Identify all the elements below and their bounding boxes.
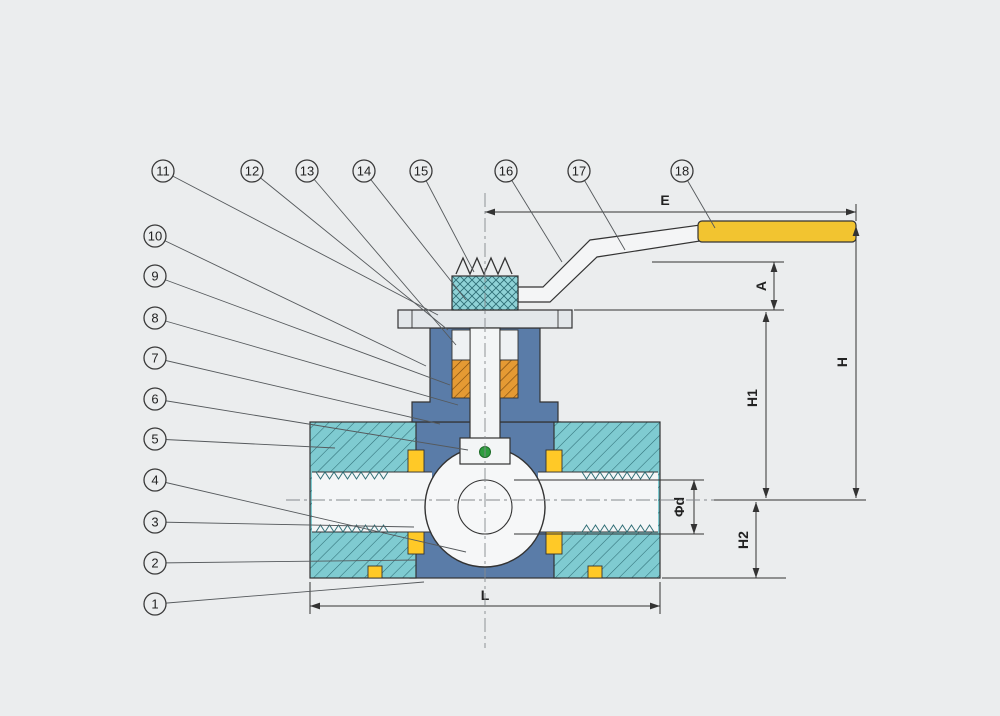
leader-line-14 bbox=[363, 170, 467, 301]
dimensions: E H A H1 H2 Φd L bbox=[309, 192, 866, 614]
left-thread-bottom-icon bbox=[315, 524, 389, 533]
dim-label-bore: Φd bbox=[671, 497, 687, 517]
leader-line-13 bbox=[306, 170, 457, 346]
callouts: 11 12 13 14 15 16 17 18 10 9 8 7 6 5 4 3… bbox=[143, 159, 694, 616]
stem-packing-right bbox=[499, 359, 519, 399]
leader-line-6 bbox=[154, 398, 469, 451]
leader-line-2 bbox=[154, 559, 417, 564]
callout-11: 11 bbox=[151, 159, 175, 183]
gland-left bbox=[451, 329, 471, 361]
callout-2: 2 bbox=[143, 551, 167, 575]
callout-8: 8 bbox=[143, 306, 167, 330]
callout-4: 4 bbox=[143, 468, 167, 492]
callout-16-label: 16 bbox=[499, 164, 513, 179]
leader-line-1 bbox=[154, 581, 425, 605]
leader-line-12 bbox=[251, 170, 449, 331]
dim-label-H: H bbox=[834, 357, 850, 367]
dim-label-E: E bbox=[660, 192, 669, 208]
leader-line-17 bbox=[578, 170, 626, 251]
dim-label-H2: H2 bbox=[735, 531, 751, 549]
callout-16: 16 bbox=[494, 159, 518, 183]
centerlines bbox=[286, 193, 714, 648]
callout-12: 12 bbox=[240, 159, 264, 183]
stem-packing-left bbox=[451, 359, 471, 399]
leader-line-7 bbox=[154, 357, 441, 425]
callout-15-label: 15 bbox=[414, 164, 428, 179]
seat-bottom-left bbox=[407, 531, 425, 555]
leader-line-10 bbox=[154, 235, 427, 367]
dim-label-A: A bbox=[753, 281, 769, 291]
leader-line-3 bbox=[154, 521, 415, 528]
dim-label-H1: H1 bbox=[744, 389, 760, 407]
callout-14-label: 14 bbox=[357, 164, 371, 179]
leader-line-11 bbox=[162, 170, 439, 316]
callout-1: 1 bbox=[143, 592, 167, 616]
callout-6-label: 6 bbox=[151, 392, 158, 407]
callout-15: 15 bbox=[409, 159, 433, 183]
handle-lever bbox=[517, 224, 701, 303]
left-body-seal bbox=[367, 565, 383, 579]
callout-10-label: 10 bbox=[148, 229, 162, 244]
spring-washers-icon bbox=[455, 256, 513, 276]
callout-3-label: 3 bbox=[151, 515, 158, 530]
callout-6: 6 bbox=[143, 387, 167, 411]
callout-9-label: 9 bbox=[151, 269, 158, 284]
callout-17-label: 17 bbox=[572, 164, 586, 179]
callout-13-label: 13 bbox=[300, 164, 314, 179]
leader-line-15 bbox=[420, 170, 475, 273]
handle-grip bbox=[697, 220, 857, 243]
callout-17: 17 bbox=[567, 159, 591, 183]
callout-1-label: 1 bbox=[151, 597, 158, 612]
callout-3: 3 bbox=[143, 510, 167, 534]
callout-18-label: 18 bbox=[675, 164, 689, 179]
callout-4-label: 4 bbox=[151, 473, 158, 488]
callout-9: 9 bbox=[143, 264, 167, 288]
callout-7-label: 7 bbox=[151, 351, 158, 366]
right-body-seal bbox=[587, 565, 603, 579]
callout-5-label: 5 bbox=[151, 432, 158, 447]
callout-7: 7 bbox=[143, 346, 167, 370]
seat-top-left bbox=[407, 449, 425, 473]
seat-top-right bbox=[545, 449, 563, 473]
leader-line-9 bbox=[154, 275, 451, 386]
seat-bottom-right bbox=[545, 531, 563, 555]
leader-line-5 bbox=[154, 438, 336, 449]
gland-right bbox=[499, 329, 519, 361]
leader-line-8 bbox=[154, 317, 459, 406]
leader-line-4 bbox=[154, 479, 467, 553]
callout-13: 13 bbox=[295, 159, 319, 183]
callout-10: 10 bbox=[143, 224, 167, 248]
left-thread-top-icon bbox=[315, 471, 389, 480]
left-bore bbox=[312, 472, 432, 532]
right-thread-bottom-icon bbox=[581, 524, 655, 533]
callout-18: 18 bbox=[670, 159, 694, 183]
callout-8-label: 8 bbox=[151, 311, 158, 326]
callout-12-label: 12 bbox=[245, 164, 259, 179]
callout-2-label: 2 bbox=[151, 556, 158, 571]
right-bore bbox=[538, 472, 658, 532]
callout-14: 14 bbox=[352, 159, 376, 183]
callout-11-label: 11 bbox=[156, 164, 170, 179]
callout-5: 5 bbox=[143, 427, 167, 451]
leader-line-16 bbox=[505, 170, 563, 263]
right-thread-top-icon bbox=[581, 471, 655, 480]
